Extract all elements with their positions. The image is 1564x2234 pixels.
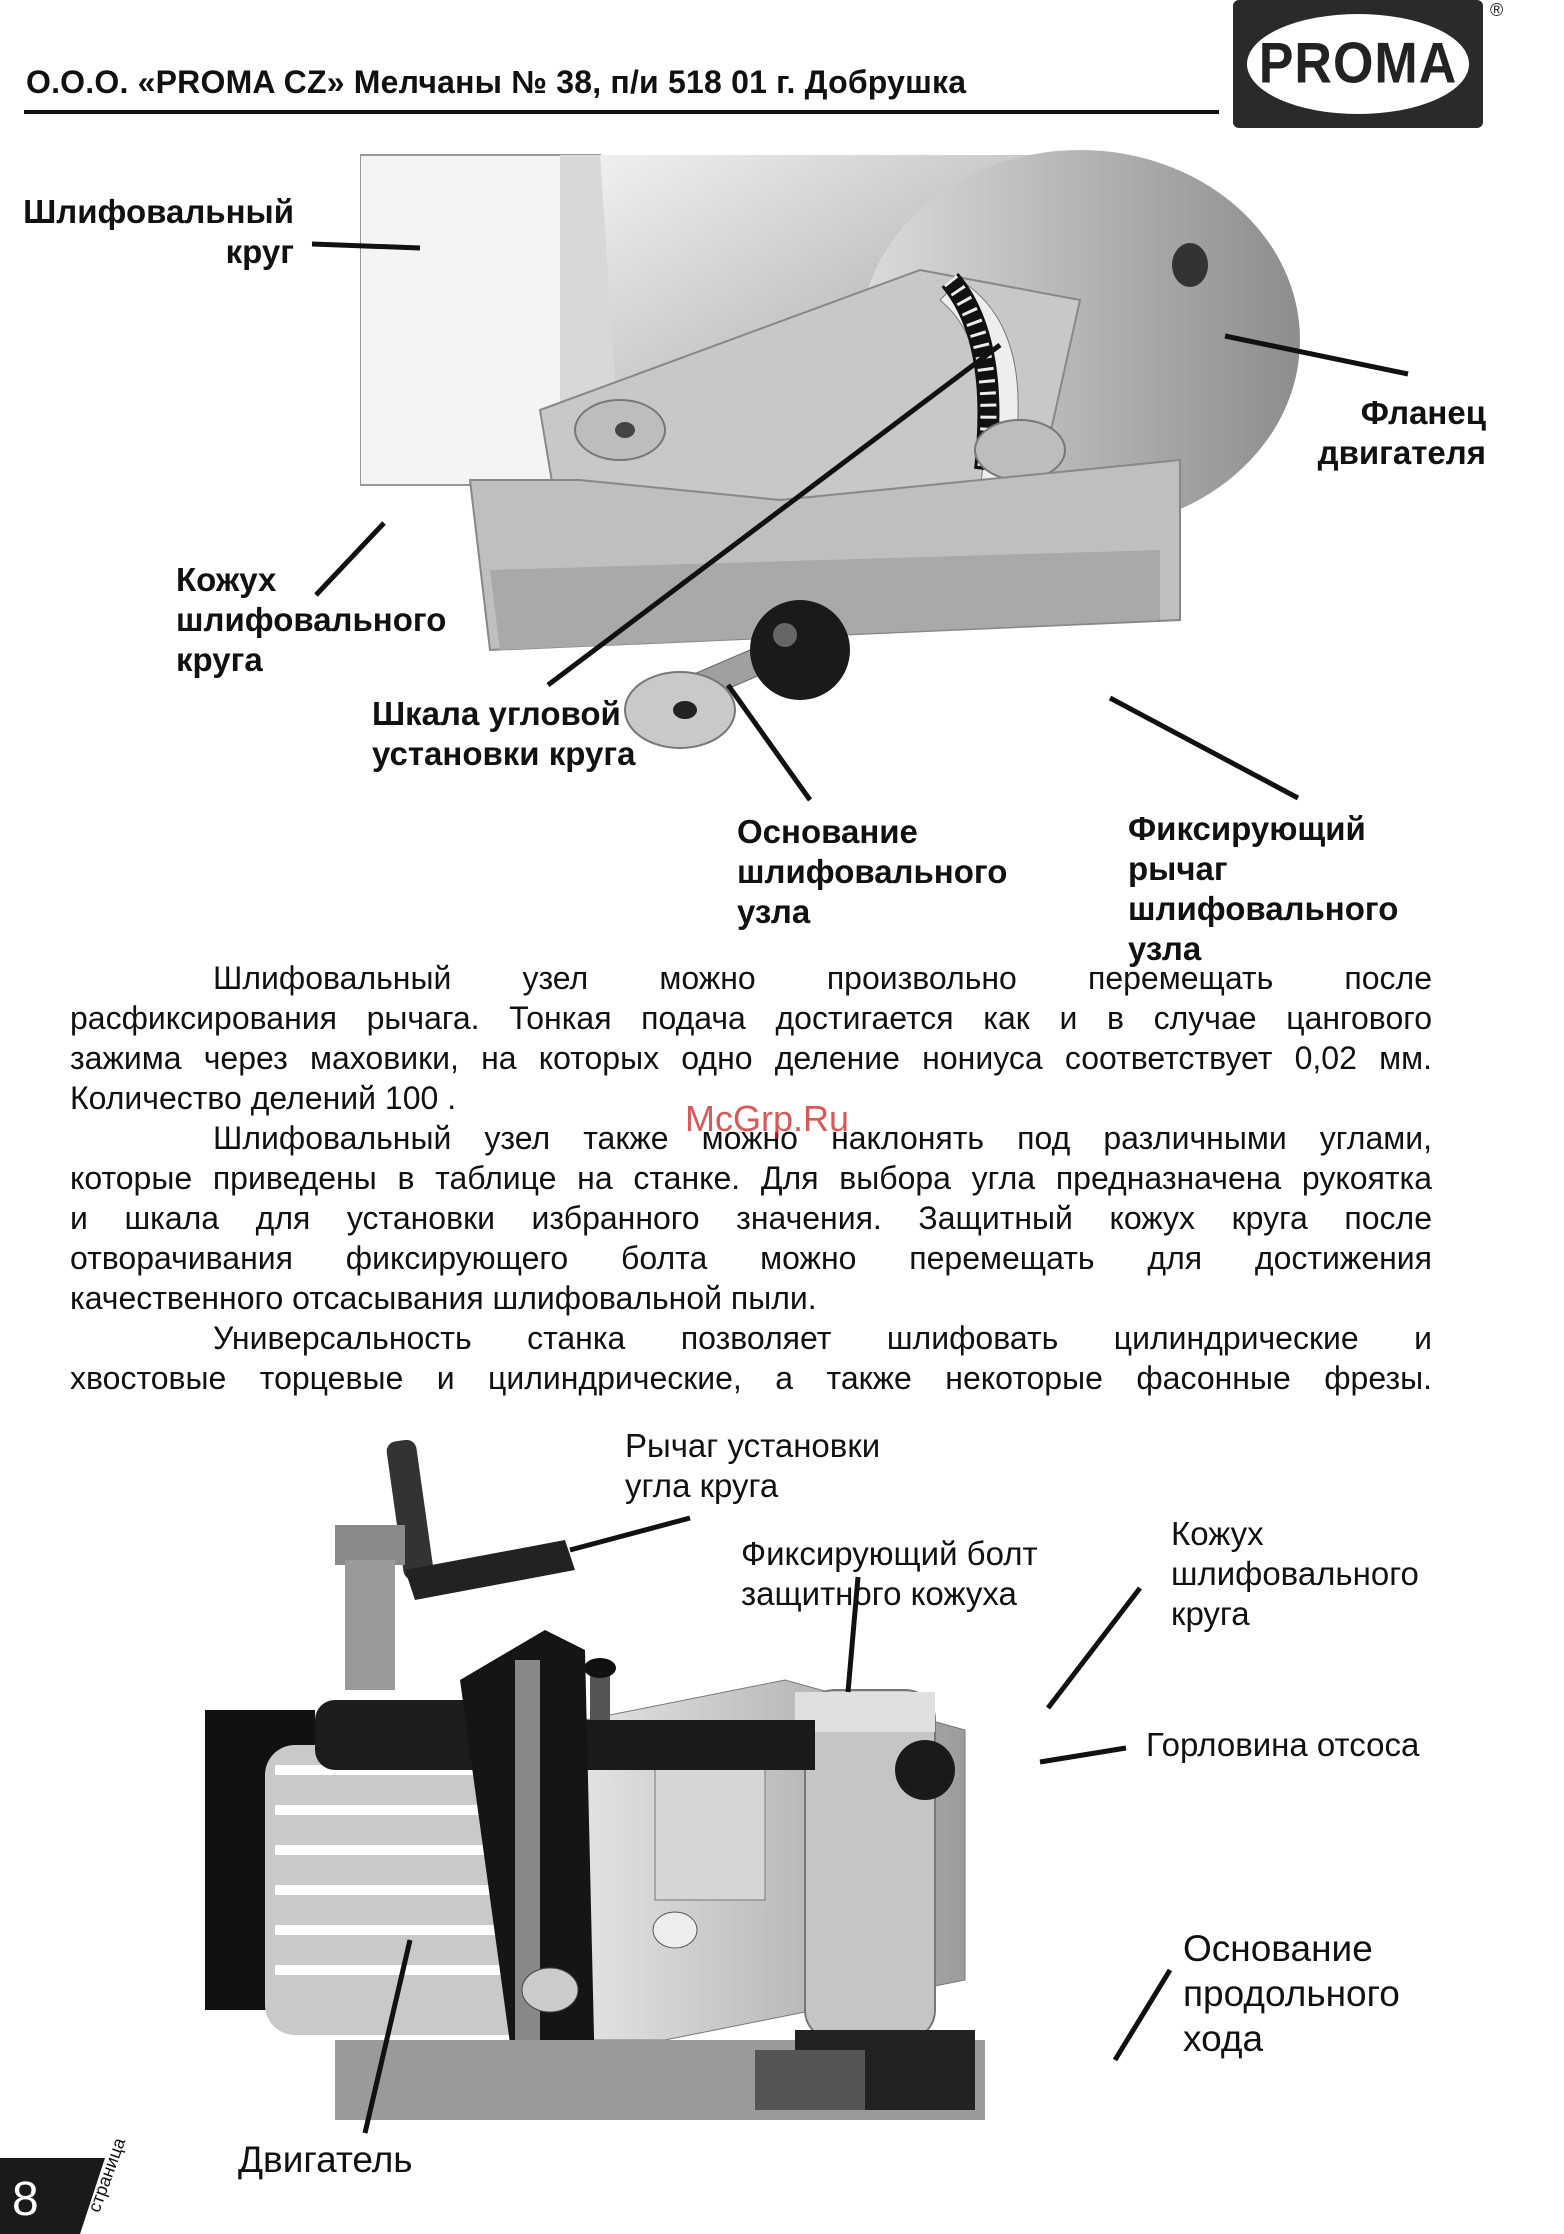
- body-text: Шлифовальный узел можно произвольно пере…: [70, 960, 1432, 1396]
- label-motor: Двигатель: [238, 2139, 413, 2180]
- page-number: 8: [12, 2173, 39, 2226]
- label-suction-neck: Горловина отсоса: [1146, 1726, 1420, 1763]
- machine-photo: [205, 1440, 1165, 2140]
- proma-logo: PROMA: [1233, 0, 1483, 128]
- registered-mark: ®: [1490, 0, 1504, 20]
- bottom-leader-lines: [362, 1515, 1173, 2134]
- watermark: McGrp.Ru: [685, 1098, 850, 1139]
- header-rule: [24, 110, 1219, 114]
- logo-text: PROMA: [1258, 32, 1458, 96]
- grinding-unit-photo: [360, 150, 1320, 800]
- top-leader-lines: [311, 241, 1409, 802]
- header-title: О.О.О. «PROMA CZ» Мелчаны № 38, п/и 518 …: [26, 64, 967, 100]
- page-number-badge: 8: [0, 2158, 110, 2234]
